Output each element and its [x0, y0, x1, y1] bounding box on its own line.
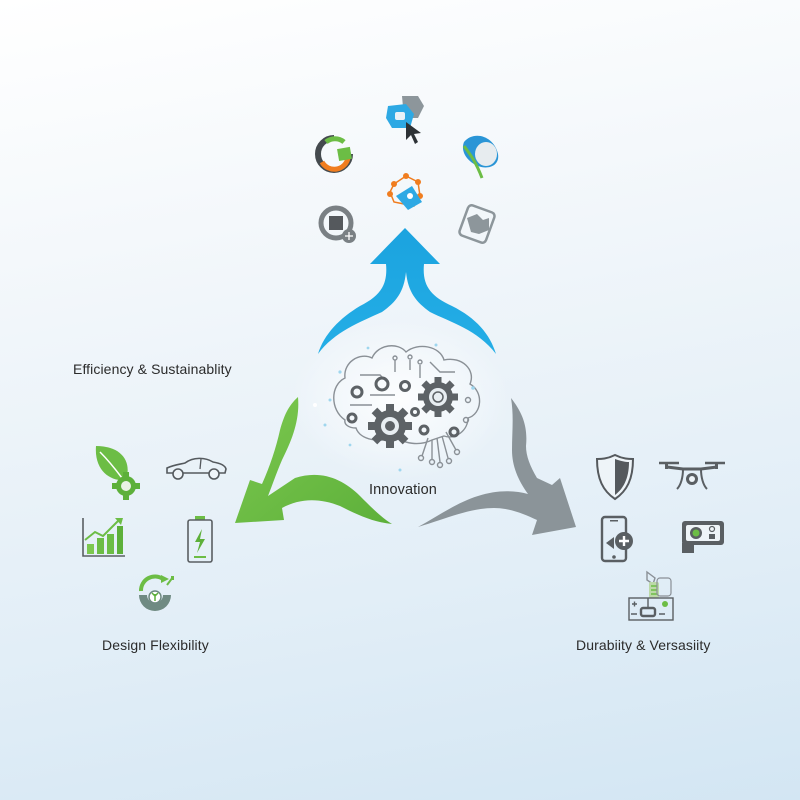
puzzle-frame-icon — [457, 204, 497, 251]
recycle-plant-icon — [133, 573, 177, 622]
durability-versatility-label: Durabiity & Versasiity — [576, 637, 711, 653]
phone-add-icon — [600, 515, 636, 570]
arrow-up-blue — [318, 228, 496, 354]
circuit-tester-icon — [627, 570, 675, 627]
sync-cube-icon — [314, 134, 354, 179]
gear-small-group — [346, 376, 460, 438]
leaf-gear-icon — [92, 444, 142, 505]
growth-chart-icon — [81, 516, 127, 563]
car-icon — [163, 455, 229, 486]
cursor-link-icon — [384, 92, 428, 153]
design-flexibility-label: Design Flexibility — [102, 637, 209, 653]
puzzle-network-icon — [386, 172, 426, 217]
cube-ring-icon — [318, 203, 360, 250]
arrow-down-left-green — [235, 397, 392, 524]
drone-icon — [657, 457, 727, 498]
innovation-label: Innovation — [369, 482, 437, 498]
shield-icon — [595, 453, 635, 506]
shape-drop-icon — [458, 132, 502, 185]
battery-charge-icon — [186, 515, 214, 570]
sparkle-dots — [313, 343, 475, 472]
gear-right — [418, 377, 458, 417]
gear-large — [368, 404, 412, 448]
efficiency-sustainability-label: Efficiency & Sustainablity — [73, 361, 232, 377]
arrow-down-right-gray — [418, 398, 576, 535]
action-camera-icon — [680, 519, 726, 560]
